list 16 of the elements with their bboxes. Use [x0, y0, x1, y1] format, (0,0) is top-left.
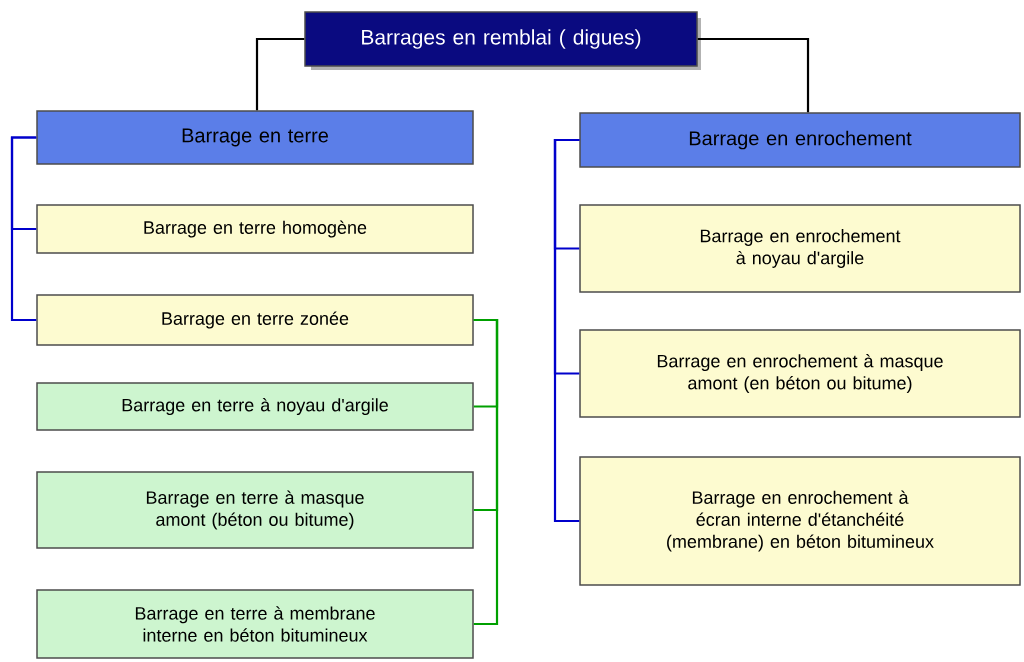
subtype-box: Barrage en terre à noyau d'argile [36, 382, 474, 431]
type-box: Barrage en terre zonée [36, 294, 474, 346]
connector [697, 37, 810, 113]
category-box: Barrage en enrochement [579, 112, 1021, 168]
connector [255, 37, 305, 111]
type-box: Barrage en enrochement à masque amont (en béton ou bitume) [579, 329, 1021, 418]
type-box: Barrage en terre homogène [36, 204, 474, 254]
connector [553, 138, 580, 523]
type-box: Barrage en enrochement à écran interne d'étanchéité (membrane) en béton bitumineux [579, 456, 1021, 586]
connector [473, 318, 499, 626]
category-box: Barrage en terre [36, 110, 474, 165]
type-box: Barrage en enrochement à noyau d'argile [579, 204, 1021, 293]
subtype-box: Barrage en terre à membrane interne en béton bitumineux [36, 589, 474, 659]
subtype-box: Barrage en terre à masque amont (béton ou bitume) [36, 471, 474, 549]
connector [10, 136, 37, 322]
title-box: Barrages en remblai ( digues) [304, 11, 701, 70]
